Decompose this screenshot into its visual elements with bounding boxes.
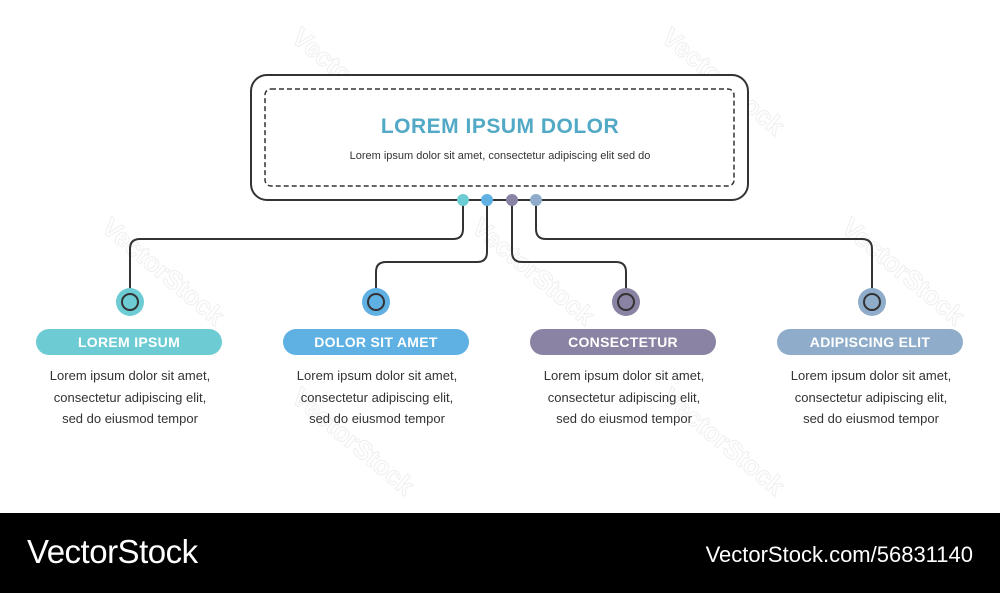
connector-line (375, 200, 488, 302)
watermark-text: VectorStock (836, 212, 971, 332)
connector-dot (481, 194, 493, 206)
item-description: Lorem ipsum dolor sit amet, consectetur … (781, 365, 961, 430)
item-description-line: sed do eiusmod tempor (803, 411, 939, 426)
node-circle (116, 288, 144, 316)
footer-reference: VectorStock.com/56831140 (705, 542, 973, 567)
footer-brand-logo: VectorStock (27, 533, 198, 570)
node-circle (362, 288, 390, 316)
item-description: Lorem ipsum dolor sit amet, consectetur … (534, 365, 714, 430)
header-subtitle: Lorem ipsum dolor sit amet, consectetur … (349, 150, 651, 162)
item-description-line: consectetur adipiscing elit, (300, 389, 454, 405)
node-ring (863, 293, 881, 311)
item-label-pill: LOREM IPSUM (36, 329, 222, 355)
item-description-line: consectetur adipiscing elit, (794, 389, 948, 405)
item-description-line: sed do eiusmod tempor (62, 411, 198, 426)
item-description-line: Lorem ipsum dolor sit amet, (543, 368, 705, 383)
header-box-dashed (264, 88, 735, 187)
node-circle (612, 288, 640, 316)
item-label-pill: CONSECTETUR (530, 329, 716, 355)
item-description-line: Lorem ipsum dolor sit amet, (296, 368, 458, 383)
node-ring (617, 293, 635, 311)
node-ring (367, 293, 385, 311)
item-description-line: Lorem ipsum dolor sit amet, (790, 368, 952, 383)
header-title: LOREM IPSUM DOLOR (380, 115, 620, 138)
watermark-text: VectorStock (96, 212, 231, 332)
item-label-pill: ADIPISCING ELIT (777, 329, 963, 355)
header-box-outer (250, 74, 749, 201)
item-label-pill: DOLOR SIT AMET (283, 329, 469, 355)
footer-bar (0, 513, 1000, 593)
connector-line (511, 200, 627, 302)
item-description-line: consectetur adipiscing elit, (547, 389, 701, 405)
item-description-line: consectetur adipiscing elit, (53, 389, 207, 405)
item-description-line: sed do eiusmod tempor (556, 411, 692, 426)
item-description: Lorem ipsum dolor sit amet, consectetur … (287, 365, 467, 430)
node-ring (121, 293, 139, 311)
connector-line (129, 200, 464, 302)
connector-dot (530, 194, 542, 206)
item-description-line: Lorem ipsum dolor sit amet, (49, 368, 211, 383)
connector-dot (457, 194, 469, 206)
node-circle (858, 288, 886, 316)
connector-line (535, 200, 873, 302)
item-description-line: sed do eiusmod tempor (309, 411, 445, 426)
connector-dot (506, 194, 518, 206)
item-description: Lorem ipsum dolor sit amet, consectetur … (40, 365, 220, 430)
